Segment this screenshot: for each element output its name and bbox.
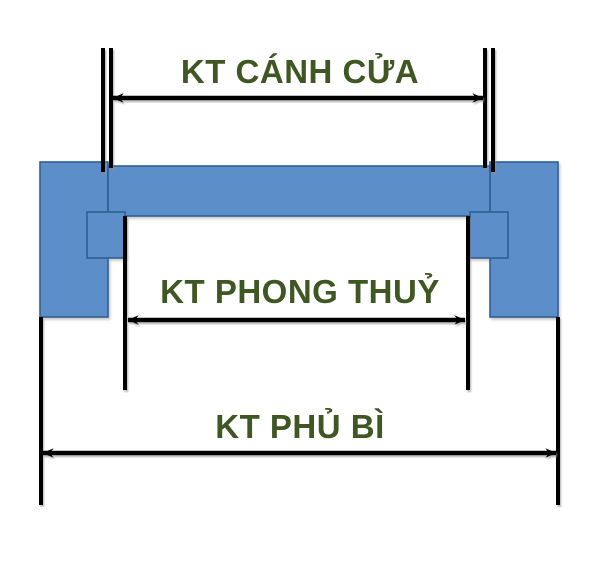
right-door-stop-block bbox=[469, 211, 509, 259]
left-door-stop-block bbox=[86, 211, 126, 259]
dimension-label-phong-thuy: KT PHONG THUỶ bbox=[160, 273, 440, 310]
extension-lines-group bbox=[39, 48, 560, 505]
door-head-rail bbox=[107, 165, 491, 217]
dimension-arrows-group bbox=[42, 93, 557, 458]
dimension-label-canh-cua: KT CÁNH CỬA bbox=[180, 53, 420, 90]
dimension-label-phu-bi: KT PHỦ BÌ bbox=[215, 408, 385, 445]
door-frame-group bbox=[39, 161, 559, 318]
